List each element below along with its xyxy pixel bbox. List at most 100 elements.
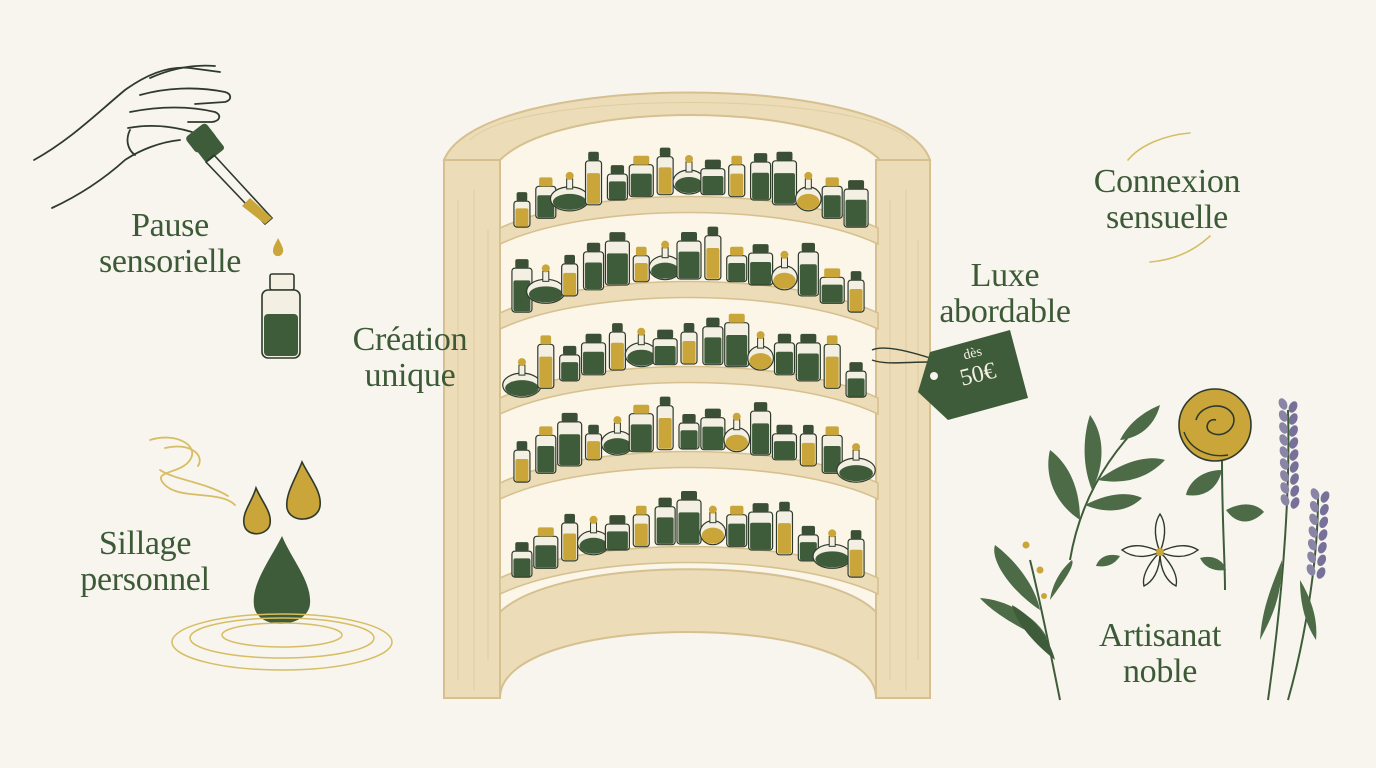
label-line: Connexion [1093, 163, 1241, 200]
perfume-bottle [533, 527, 559, 569]
perfume-bottle [502, 358, 542, 398]
label-line: abordable [939, 293, 1071, 330]
perfume-bottle [525, 264, 566, 304]
perfume-bottle [749, 153, 772, 201]
perfume-bottle [584, 424, 603, 461]
perfume-bottle [557, 412, 583, 467]
label-artisanat-noble: Artisanat noble [1080, 618, 1240, 690]
label-luxe-abordable: Luxe abordable [930, 258, 1080, 330]
perfume-bottle [656, 147, 674, 196]
perfume-bottle [513, 192, 531, 228]
perfume-bottle [559, 345, 581, 382]
perfume-bottle [773, 333, 796, 376]
perfume-bottle [821, 177, 843, 219]
perfume-bottle [726, 246, 748, 283]
decor-arcs [1127, 132, 1211, 263]
label-pause-sensorielle: Pause sensorielle [80, 208, 260, 280]
small-bottle-icon [261, 273, 301, 359]
perfume-bottle [628, 404, 654, 453]
perfume-bottle [747, 331, 774, 371]
perfume-bottle [728, 155, 746, 198]
perfume-bottle [680, 323, 698, 365]
botanical-bouquet-icon [980, 388, 1330, 701]
label-sillage-personnel: Sillage personnel [60, 526, 230, 598]
perfume-bottle [847, 271, 865, 313]
perfume-bottle [843, 180, 869, 228]
perfume-bottle [604, 515, 631, 551]
perfume-bottle [535, 177, 557, 219]
perfume-bottle [511, 259, 533, 313]
perfume-bottle [723, 412, 751, 453]
hand-dropper-icon [33, 64, 232, 209]
label-line: sensorielle [98, 243, 242, 280]
label-line: Luxe [970, 257, 1040, 294]
perfume-bottle [704, 226, 722, 281]
perfume-bottle [797, 242, 819, 297]
label-line: Création [352, 321, 468, 358]
perfume-bottle [771, 424, 798, 461]
price-tag-icon [871, 330, 1028, 420]
label-line: personnel [80, 561, 210, 598]
perfume-bottle [654, 497, 676, 546]
perfume-bottle [676, 491, 702, 545]
perfume-bottle [632, 246, 650, 283]
perfume-bottle [812, 529, 853, 569]
perfume-bottle [799, 424, 817, 467]
perfume-bottle [632, 505, 650, 548]
perfume-bottle [600, 416, 635, 456]
perfume-bottle [656, 396, 674, 451]
label-line: Artisanat [1099, 617, 1221, 654]
perfume-bottle [535, 426, 557, 474]
perfume-bottle [584, 151, 603, 206]
perfume-bottle [608, 323, 627, 371]
perfume-bottle [700, 159, 726, 196]
perfume-bottle [537, 335, 555, 389]
perfume-bottle [561, 254, 579, 297]
label-line: sensuelle [1106, 199, 1228, 236]
perfume-bottle [582, 242, 605, 291]
perfume-bottle [604, 232, 631, 286]
perfume-bottle [678, 414, 700, 450]
perfume-bottle [821, 426, 843, 474]
perfume-bottle [702, 317, 724, 366]
label-line: unique [364, 357, 456, 394]
perfume-shelf-icon [442, 91, 932, 699]
oil-drops-icon [242, 460, 321, 624]
perfume-bottle [795, 333, 821, 382]
perfume-bottle [794, 171, 822, 212]
perfume-bottle [749, 402, 772, 456]
perfume-bottle [823, 335, 841, 389]
perfume-bottle [513, 441, 531, 483]
perfume-bottle [699, 505, 727, 546]
label-line: Sillage [98, 525, 192, 562]
perfume-bottle [576, 515, 611, 556]
perfume-bottle [747, 503, 774, 551]
label-connexion-sensuelle: Connexion sensuelle [1072, 164, 1262, 236]
perfume-bottle [836, 443, 876, 483]
label-line: noble [1122, 653, 1198, 690]
perfume-bottle [676, 232, 702, 280]
perfume-bottle [511, 542, 533, 578]
label-creation-unique: Création unique [330, 322, 490, 394]
perfume-bottle [580, 333, 607, 376]
dropper-icon [186, 123, 284, 257]
perfume-bottle [648, 240, 682, 281]
perfume-bottle [726, 505, 748, 548]
perfume-bottle [628, 155, 654, 198]
perfume-bottle [606, 165, 629, 201]
perfume-bottle [819, 268, 845, 304]
perfume-bottle [624, 327, 658, 368]
perfume-bottle [771, 250, 798, 291]
perfume-bottle [771, 151, 798, 206]
perfume-bottle [700, 408, 726, 451]
perfume-bottle [847, 530, 865, 578]
perfume-bottle [561, 513, 579, 562]
perfume-bottle [845, 362, 867, 398]
label-line: Pause [131, 207, 209, 244]
perfume-bottle [775, 501, 794, 556]
perfume-bottle [549, 171, 590, 212]
ripples-icon [171, 613, 393, 671]
perfume-bottle [652, 329, 678, 366]
perfume-bottle [724, 313, 750, 368]
